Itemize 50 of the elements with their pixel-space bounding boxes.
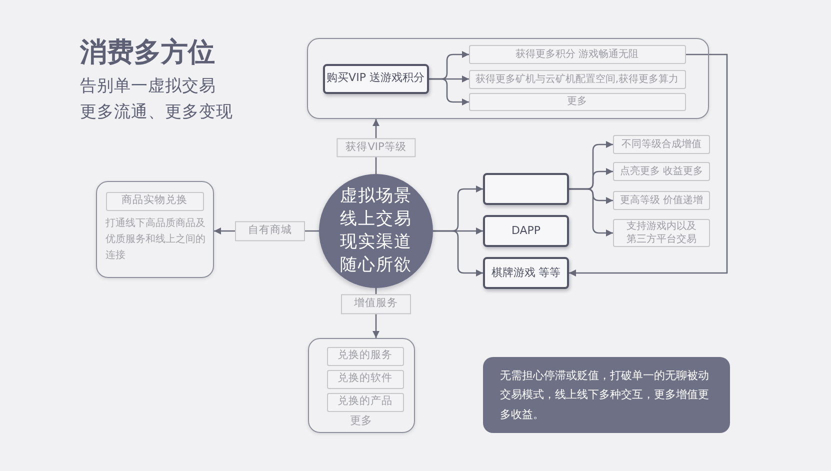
node-label: 兑换的产品 — [338, 395, 392, 409]
node-label: 点亮更多 收益更多 — [620, 165, 704, 178]
heading-box — [106, 192, 204, 210]
group-panel — [308, 338, 415, 433]
group-panel — [307, 38, 709, 119]
edge-label: 自有商城 — [235, 221, 305, 241]
title: 消费多方位 — [80, 37, 215, 70]
option-box — [326, 346, 404, 366]
result-box — [613, 191, 710, 210]
action-box — [322, 64, 428, 94]
node-label: 商品实物兑换 — [122, 194, 188, 208]
node-label: 不同等级合成增值 — [622, 138, 702, 151]
category-box — [483, 257, 569, 289]
edge-label: 获得VIP等级 — [336, 138, 416, 158]
node-label: 兑换的软件 — [338, 372, 392, 386]
arrow — [569, 54, 728, 276]
node-label: 购买VIP 送游戏积分 — [326, 71, 424, 86]
more-text: 更多 — [349, 412, 373, 428]
hub-text: 随心所欲 — [340, 254, 412, 278]
result-box — [613, 135, 710, 154]
option-box — [326, 392, 404, 412]
hub-text: 现实渠道 — [340, 231, 412, 254]
note-text: 无需担心停滞或贬值，打破单一的无聊被动交易模式，线上线下多种交互，更多增值更多收益。 — [500, 368, 710, 423]
arrow — [429, 78, 469, 106]
note-panel — [483, 357, 730, 433]
category-box — [483, 215, 569, 247]
description-text: 打通线下高品质商品及优质服务和线上之间的连接 — [106, 216, 206, 262]
hub-text: 线上交易 — [340, 208, 412, 231]
node-label: 棋牌游戏 等等 — [491, 266, 561, 280]
arrow — [569, 188, 613, 236]
node-label: 获得更多积分 游戏畅通无阻 — [515, 48, 639, 60]
node-label: DAPP — [511, 224, 541, 238]
node-label: 更多 — [567, 95, 587, 108]
node-label: 获得更多矿机与云矿机配置空间,获得更多算力 — [475, 72, 679, 86]
option-box — [326, 370, 404, 388]
node-label: 更高等级 价值递增 — [620, 194, 704, 207]
edge-label: 增值服务 — [341, 294, 411, 314]
hub-text: 虚拟场景 — [340, 184, 412, 208]
result-box — [468, 70, 686, 88]
result-box — [468, 92, 686, 110]
node-label: 支持游戏内以及第三方平台交易 — [626, 220, 698, 246]
subtitle: 告别单一虚拟交易 — [80, 76, 216, 97]
info-panel — [96, 181, 214, 278]
node-label: 兑换的服务 — [338, 349, 392, 363]
result-box — [468, 44, 686, 64]
result-box — [613, 162, 710, 181]
category-box — [483, 173, 569, 205]
subtitle: 更多流通、更多变现 — [80, 102, 233, 123]
arrow — [433, 230, 483, 276]
result-box — [613, 219, 710, 247]
